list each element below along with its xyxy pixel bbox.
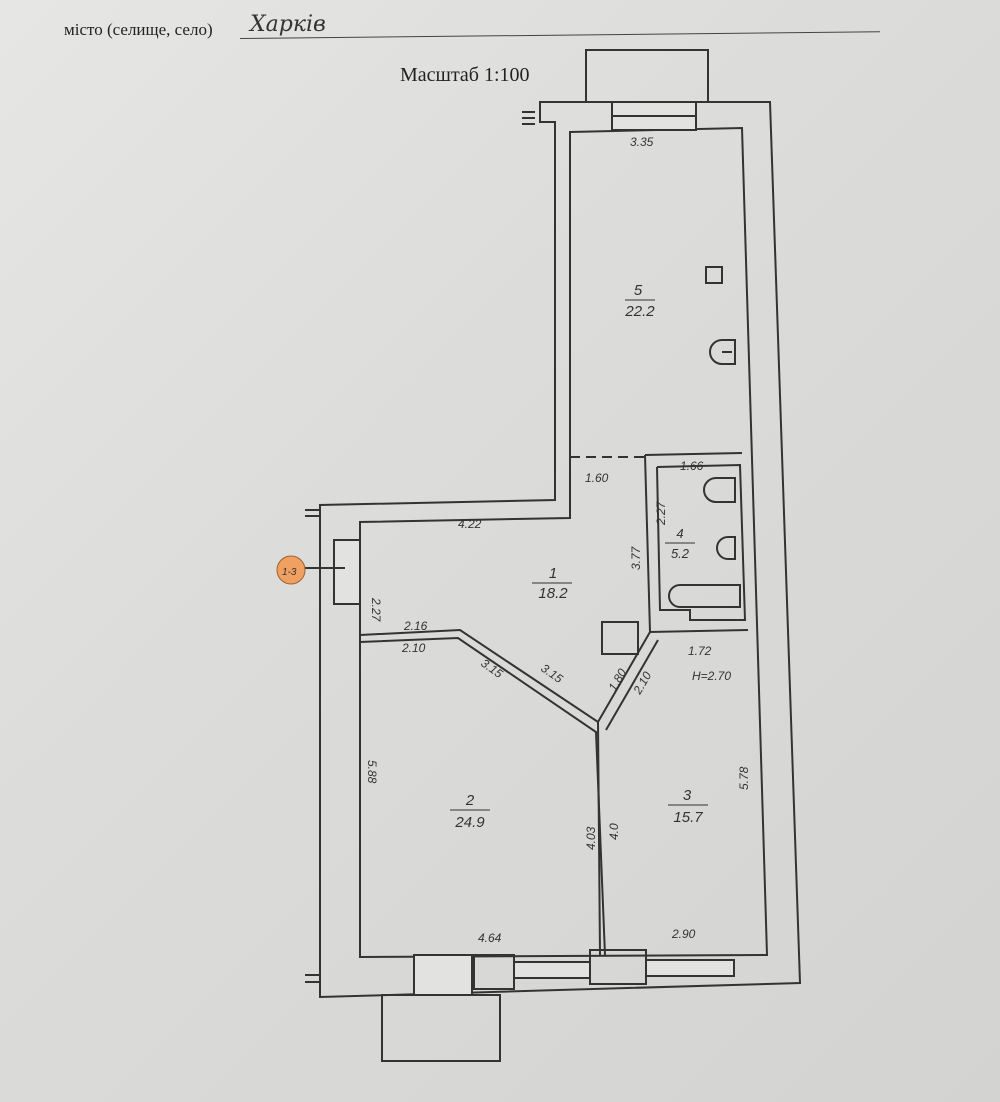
dim-wall-bottom: 2.10 (401, 641, 426, 655)
entry-door[interactable] (333, 539, 361, 605)
dim-corridor-top: 4.22 (458, 517, 482, 531)
room-5-number: 5 (634, 282, 643, 299)
window-bottom-3 (645, 959, 735, 977)
dim-room3-bottom: 2.90 (671, 927, 696, 941)
dim-room3-right: 5.78 (737, 766, 751, 790)
window-bottom-1 (413, 954, 473, 996)
stamp (276, 555, 306, 585)
scale-label: Масштаб 1:100 (400, 64, 530, 86)
ventilation-shaft (601, 621, 639, 655)
dim-room2-left: 5.88 (365, 760, 379, 784)
dim-room2-right: 4.03 (584, 826, 598, 850)
dim-room3-top: 1.72 (688, 644, 712, 658)
stamp-text: 1-3 (282, 567, 297, 578)
dim-diag-b: 3.15 (538, 661, 565, 686)
room-2-number: 2 (465, 792, 475, 809)
bathtub-icon (668, 584, 741, 608)
room-5-area: 22.2 (624, 303, 655, 320)
dim-diag-d: 2.10 (630, 669, 654, 697)
stove-icon (705, 266, 723, 284)
room-3-area: 15.7 (673, 809, 703, 826)
locality-value: Харків (250, 12, 326, 37)
dim-bath-depth: 2.27 (654, 500, 668, 526)
dim-bath-width: 1.66 (680, 459, 704, 473)
pier-1 (473, 954, 515, 990)
room-1-area: 18.2 (538, 585, 568, 602)
room-3-number: 3 (683, 787, 692, 804)
locality-label: місто (селище, село) (64, 20, 213, 39)
washbasin-icon (716, 536, 736, 560)
dim-top-width: 3.35 (630, 135, 654, 149)
room-2-area: 24.9 (454, 814, 485, 831)
balcony-top (585, 49, 709, 103)
balcony-bottom (381, 994, 501, 1062)
room-1-number: 1 (549, 565, 557, 582)
window-bottom-2 (513, 961, 591, 979)
sink-icon (709, 339, 736, 365)
inner-wall (359, 126, 769, 959)
dim-diag-c: 1.80 (605, 666, 629, 694)
dim-hall-right: 3.77 (629, 545, 643, 570)
dim-height: H=2.70 (692, 669, 731, 683)
dim-room2-bottom: 4.64 (478, 931, 502, 945)
room-4-area: 5.2 (671, 546, 690, 561)
dim-wall-top: 2.16 (403, 619, 428, 633)
dim-room3-left: 4.0 (607, 823, 621, 840)
dim-entry: 2.27 (369, 597, 383, 623)
room-4-number: 4 (676, 526, 683, 541)
outer-wall (319, 101, 802, 999)
toilet-icon (703, 477, 736, 503)
dim-diag-a: 3.15 (478, 656, 505, 681)
dim-hall-wall: 1.60 (585, 471, 609, 485)
